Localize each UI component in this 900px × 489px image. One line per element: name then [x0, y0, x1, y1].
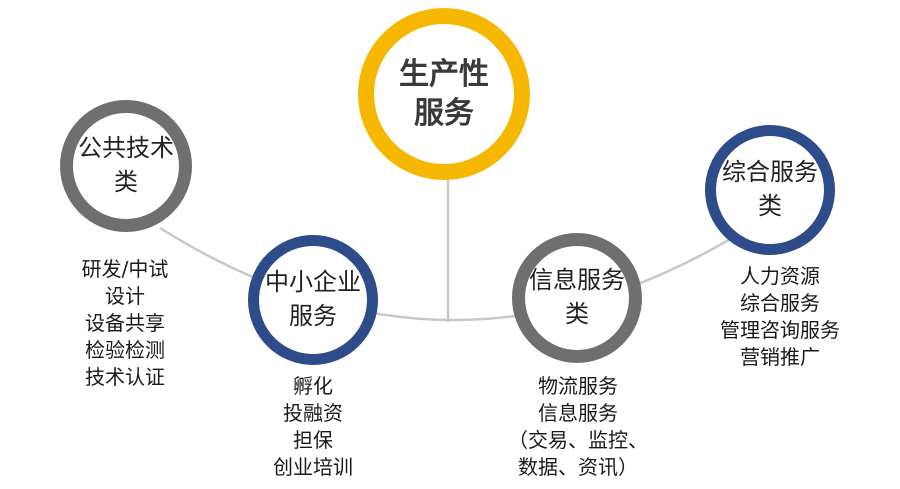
- list-item: 人力资源: [740, 264, 820, 288]
- sme-item-list: 孵化 投融资 担保 创业培训: [233, 373, 393, 481]
- public-tech-item-list: 研发/中试 设计 设备共享 检验检测 技术认证: [30, 256, 220, 391]
- integrated-item-list: 人力资源 综合服务 管理咨询服务 营销推广: [690, 263, 870, 371]
- list-item: 检验检测: [85, 338, 165, 362]
- list-item: 营销推广: [740, 345, 820, 369]
- node-info-services: 信息服务 类: [512, 233, 642, 363]
- list-item: 研发/中试: [81, 257, 169, 281]
- list-item: 综合服务: [740, 291, 820, 315]
- connector-arc: [159, 226, 743, 322]
- list-item: 担保: [293, 428, 333, 452]
- node-public-tech: 公共技术 类: [60, 100, 192, 232]
- list-item: 设计: [105, 284, 145, 308]
- list-item: 信息服务: [538, 401, 618, 425]
- list-item: 投融资: [283, 401, 343, 425]
- node-integrated-services: 综合服务 类: [705, 125, 835, 255]
- node-sme-services-label: 中小企业 服务: [265, 268, 361, 330]
- list-item: 设备共享: [85, 311, 165, 335]
- list-item: 技术认证: [85, 365, 165, 389]
- list-item: （交易、监控、: [508, 428, 648, 452]
- list-item: 数据、资讯）: [518, 455, 638, 479]
- list-item: 管理咨询服务: [720, 318, 840, 342]
- list-item: 创业培训: [273, 455, 353, 479]
- center-node-productive-services: 生产性 服务: [358, 8, 530, 180]
- node-info-services-label: 信息服务 类: [529, 266, 625, 328]
- center-node-label: 生产性 服务: [399, 57, 489, 131]
- list-item: 孵化: [293, 374, 333, 398]
- info-item-list: 物流服务 信息服务 （交易、监控、 数据、资讯）: [478, 373, 678, 481]
- node-sme-services: 中小企业 服务: [248, 235, 378, 365]
- node-public-tech-label: 公共技术 类: [78, 134, 174, 196]
- list-item: 物流服务: [538, 374, 618, 398]
- node-integrated-services-label: 综合服务 类: [722, 158, 818, 220]
